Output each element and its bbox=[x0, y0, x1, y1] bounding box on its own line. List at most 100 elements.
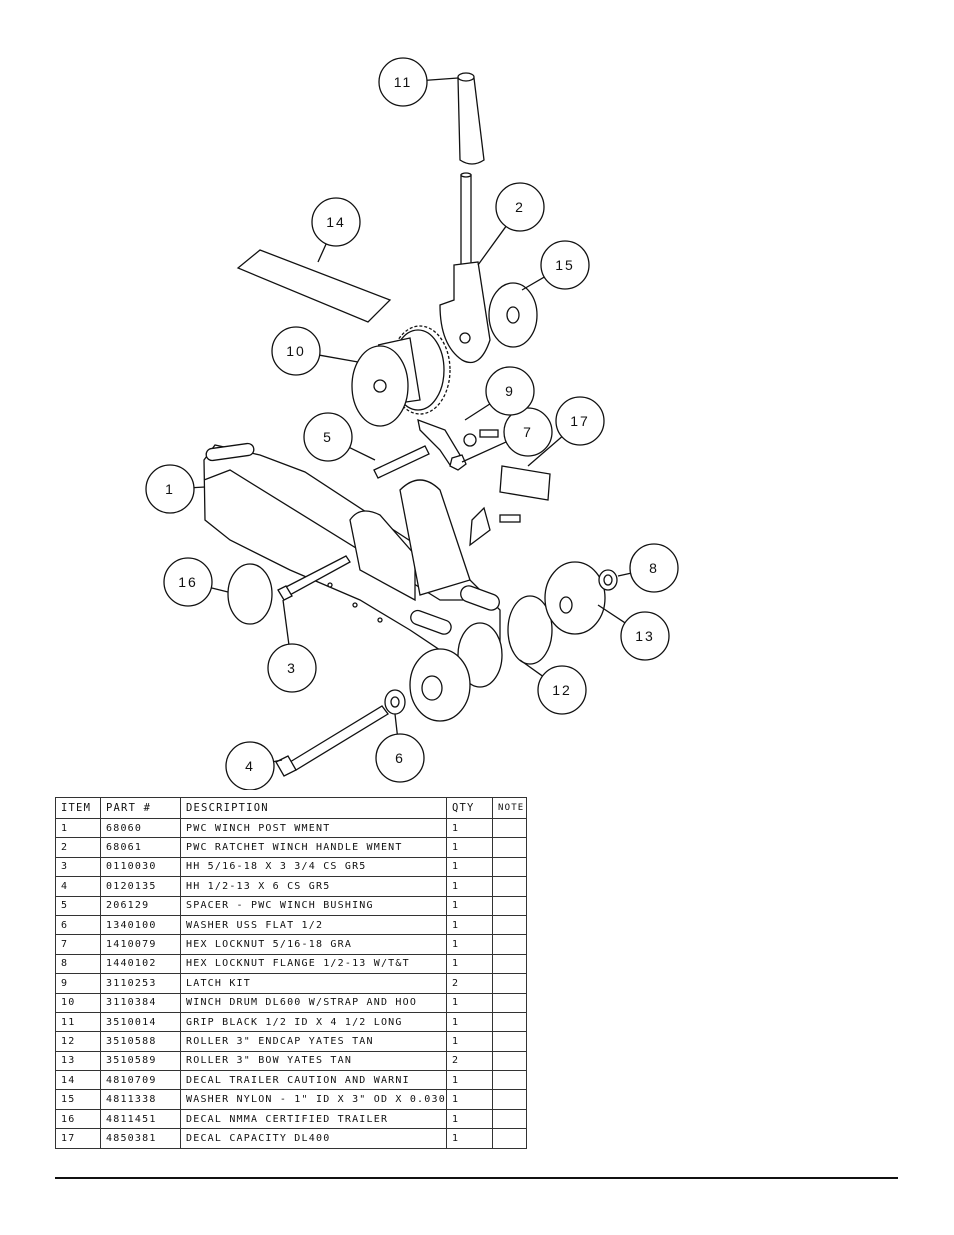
cell-qty: 1 bbox=[445, 1108, 493, 1130]
balloon-10: 10 bbox=[271, 326, 321, 376]
balloon-14: 14 bbox=[311, 197, 361, 247]
leader-line-7 bbox=[461, 441, 507, 463]
cell-part-number: 4811338 bbox=[100, 1089, 181, 1110]
cell-part-number: 68061 bbox=[100, 837, 181, 858]
cell-item: 8 bbox=[55, 953, 101, 975]
cell-description: DECAL CAPACITY DL400 bbox=[180, 1128, 447, 1149]
bolt-3-part bbox=[277, 555, 351, 601]
cell-description: SPACER - PWC WINCH BUSHING bbox=[180, 895, 447, 916]
balloon-2: 2 bbox=[495, 182, 545, 232]
cell-qty: 1 bbox=[445, 953, 493, 975]
leader-line-14 bbox=[317, 243, 327, 263]
cell-note bbox=[491, 1070, 527, 1091]
leader-line-3 bbox=[282, 599, 290, 645]
cell-description: PWC WINCH POST WMENT bbox=[180, 817, 447, 839]
leader-line-16 bbox=[211, 587, 229, 593]
cell-qty: 1 bbox=[445, 914, 493, 936]
cell-qty: 1 bbox=[445, 992, 493, 1013]
header-part-number: PART # bbox=[100, 797, 181, 819]
balloon-label: 16 bbox=[178, 574, 198, 590]
cell-item: 4 bbox=[55, 876, 101, 897]
cell-note bbox=[491, 895, 527, 916]
balloon-circle bbox=[495, 182, 545, 232]
balloon-label: 14 bbox=[326, 214, 346, 230]
balloon-label: 1 bbox=[165, 481, 175, 497]
cell-part-number: 4811451 bbox=[100, 1108, 181, 1130]
winch-drum-part bbox=[351, 325, 451, 427]
header-description: DESCRIPTION bbox=[180, 797, 447, 819]
grip-part bbox=[457, 72, 485, 165]
cell-item: 13 bbox=[55, 1050, 101, 1072]
winch-post-part bbox=[203, 442, 501, 661]
balloon-circle bbox=[311, 197, 361, 247]
cell-qty: 1 bbox=[445, 876, 493, 897]
balloon-circle bbox=[485, 366, 535, 416]
balloon-1: 1 bbox=[145, 464, 195, 514]
cell-item: 14 bbox=[55, 1070, 101, 1091]
cell-item: 6 bbox=[55, 914, 101, 936]
cell-description: WASHER NYLON - 1" ID X 3" OD X 0.030 bbox=[180, 1089, 447, 1110]
balloon-label: 17 bbox=[570, 413, 590, 429]
balloon-9: 9 bbox=[485, 366, 535, 416]
leader-line-6 bbox=[394, 713, 398, 735]
leader-line-2 bbox=[477, 226, 507, 266]
cell-item: 12 bbox=[55, 1031, 101, 1052]
cell-item: 7 bbox=[55, 934, 101, 955]
cell-item: 16 bbox=[55, 1108, 101, 1130]
cell-note bbox=[491, 973, 527, 994]
balloon-8: 8 bbox=[629, 543, 679, 593]
header-qty: QTY bbox=[445, 797, 493, 819]
balloon-label: 11 bbox=[394, 74, 413, 90]
header-item: ITEM bbox=[55, 797, 101, 819]
cell-item: 9 bbox=[55, 973, 101, 994]
flat-washer-part bbox=[384, 689, 406, 715]
cell-qty: 1 bbox=[445, 856, 493, 878]
cell-item: 2 bbox=[55, 837, 101, 858]
balloon-circle bbox=[375, 733, 425, 783]
balloon-circle bbox=[540, 240, 590, 290]
cell-description: GRIP BLACK 1/2 ID X 4 1/2 LONG bbox=[180, 1011, 447, 1033]
cell-qty: 2 bbox=[445, 1050, 493, 1072]
balloon-circle bbox=[145, 464, 195, 514]
cell-item: 11 bbox=[55, 1011, 101, 1033]
balloon-label: 10 bbox=[286, 343, 306, 359]
capacity-decal-part bbox=[499, 465, 551, 501]
cell-item: 3 bbox=[55, 856, 101, 878]
balloon-label: 8 bbox=[649, 560, 659, 576]
balloon-circle bbox=[620, 611, 670, 661]
cell-part-number: 4850381 bbox=[100, 1128, 181, 1149]
cell-part-number: 3510589 bbox=[100, 1050, 181, 1072]
table-header-row: ITEM PART # DESCRIPTION QTY NOTE bbox=[55, 797, 527, 819]
cell-part-number: 68060 bbox=[100, 817, 181, 839]
balloon-label: 12 bbox=[552, 682, 572, 698]
leader-line-1 bbox=[193, 486, 206, 489]
leader-line-5 bbox=[349, 446, 376, 461]
cell-qty: 1 bbox=[445, 1031, 493, 1052]
cell-description: HEX LOCKNUT 5/16-18 GRA bbox=[180, 934, 447, 955]
balloon-12: 12 bbox=[537, 665, 587, 715]
caution-decal-part bbox=[236, 249, 392, 323]
balloon-15: 15 bbox=[540, 240, 590, 290]
balloon-circle bbox=[629, 543, 679, 593]
leader-line-11 bbox=[426, 77, 459, 81]
rollers-part bbox=[409, 561, 606, 722]
cell-description: LATCH KIT bbox=[180, 973, 447, 994]
leader-line-10 bbox=[319, 354, 359, 363]
nmma-decal-part bbox=[227, 563, 273, 625]
cell-note bbox=[491, 1089, 527, 1110]
balloon-label: 13 bbox=[635, 628, 655, 644]
balloon-circle bbox=[163, 557, 213, 607]
cell-item: 5 bbox=[55, 895, 101, 916]
leader-line-15 bbox=[521, 276, 545, 291]
